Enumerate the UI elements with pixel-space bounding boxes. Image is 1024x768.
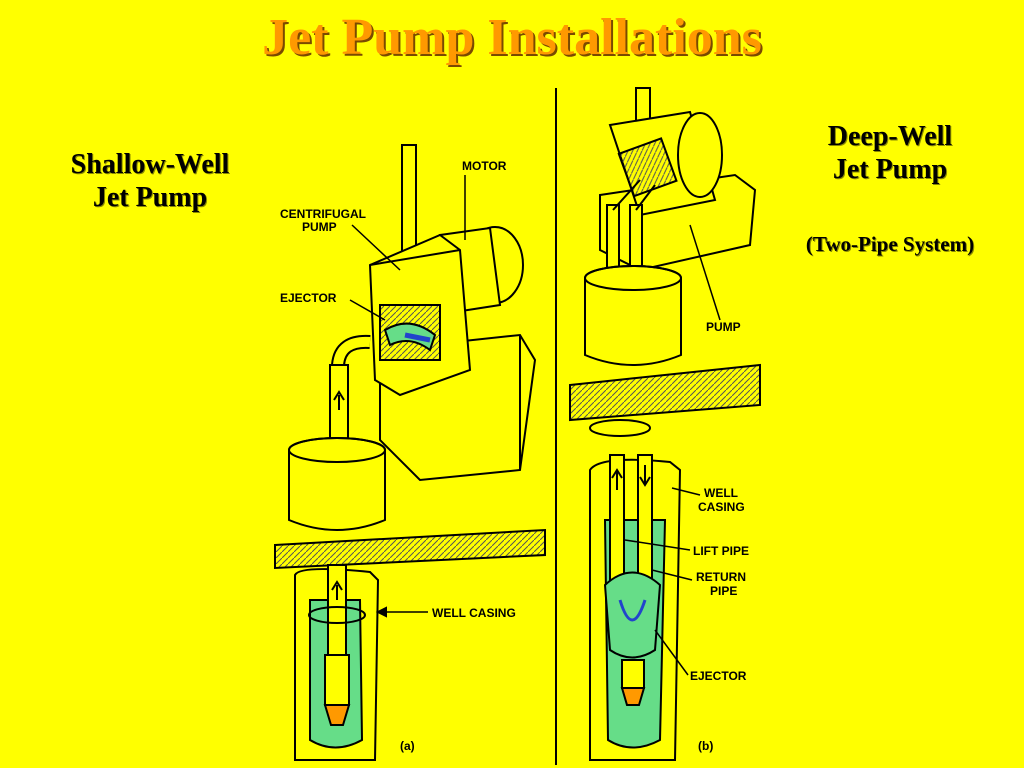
label-centrifugal-pump: PUMP xyxy=(302,220,337,234)
label-lift-pipe: LIFT PIPE xyxy=(693,544,749,558)
pressure-tank-b xyxy=(584,278,682,366)
label-motor: MOTOR xyxy=(462,159,507,173)
deep-well-caption: Deep-Well Jet Pump xyxy=(790,120,990,186)
ground-b xyxy=(569,363,761,422)
label-return-pipe: PIPE xyxy=(710,584,737,598)
deep-well-drawing xyxy=(569,87,761,761)
deep-well-caption-line1: Deep-Well xyxy=(827,121,953,152)
label-well-casing-a: WELL CASING xyxy=(432,606,516,620)
label-well: WELL xyxy=(704,486,738,500)
pipe-left-top-b xyxy=(606,204,620,271)
label-casing: CASING xyxy=(698,500,745,514)
ejector-b xyxy=(603,571,662,659)
pipe-right-top-b xyxy=(629,204,643,271)
label-ejector-a: EJECTOR xyxy=(280,291,337,305)
ground-a xyxy=(274,528,546,570)
label-pump-b: PUMP xyxy=(706,320,741,334)
foot-valve-a xyxy=(324,654,350,706)
label-centrifugal: CENTRIFUGAL xyxy=(280,207,366,221)
label-panel-a: (a) xyxy=(400,739,415,753)
label-ejector-b: EJECTOR xyxy=(690,669,747,683)
page-title: Jet Pump Installations xyxy=(262,9,762,66)
shallow-well-caption: Shallow-Well Jet Pump xyxy=(40,148,260,214)
deep-well-caption-line2: Jet Pump xyxy=(832,154,948,185)
power-pipe-a xyxy=(401,144,417,256)
label-return: RETURN xyxy=(696,570,746,584)
shallow-well-drawing xyxy=(274,144,546,761)
shallow-well-caption-line1: Shallow-Well xyxy=(70,149,230,180)
shallow-well-caption-line2: Jet Pump xyxy=(92,182,208,213)
pressure-tank-a xyxy=(288,450,386,531)
label-panel-b: (b) xyxy=(698,739,713,753)
two-pipe-subcaption: (Two-Pipe System) xyxy=(805,232,975,256)
